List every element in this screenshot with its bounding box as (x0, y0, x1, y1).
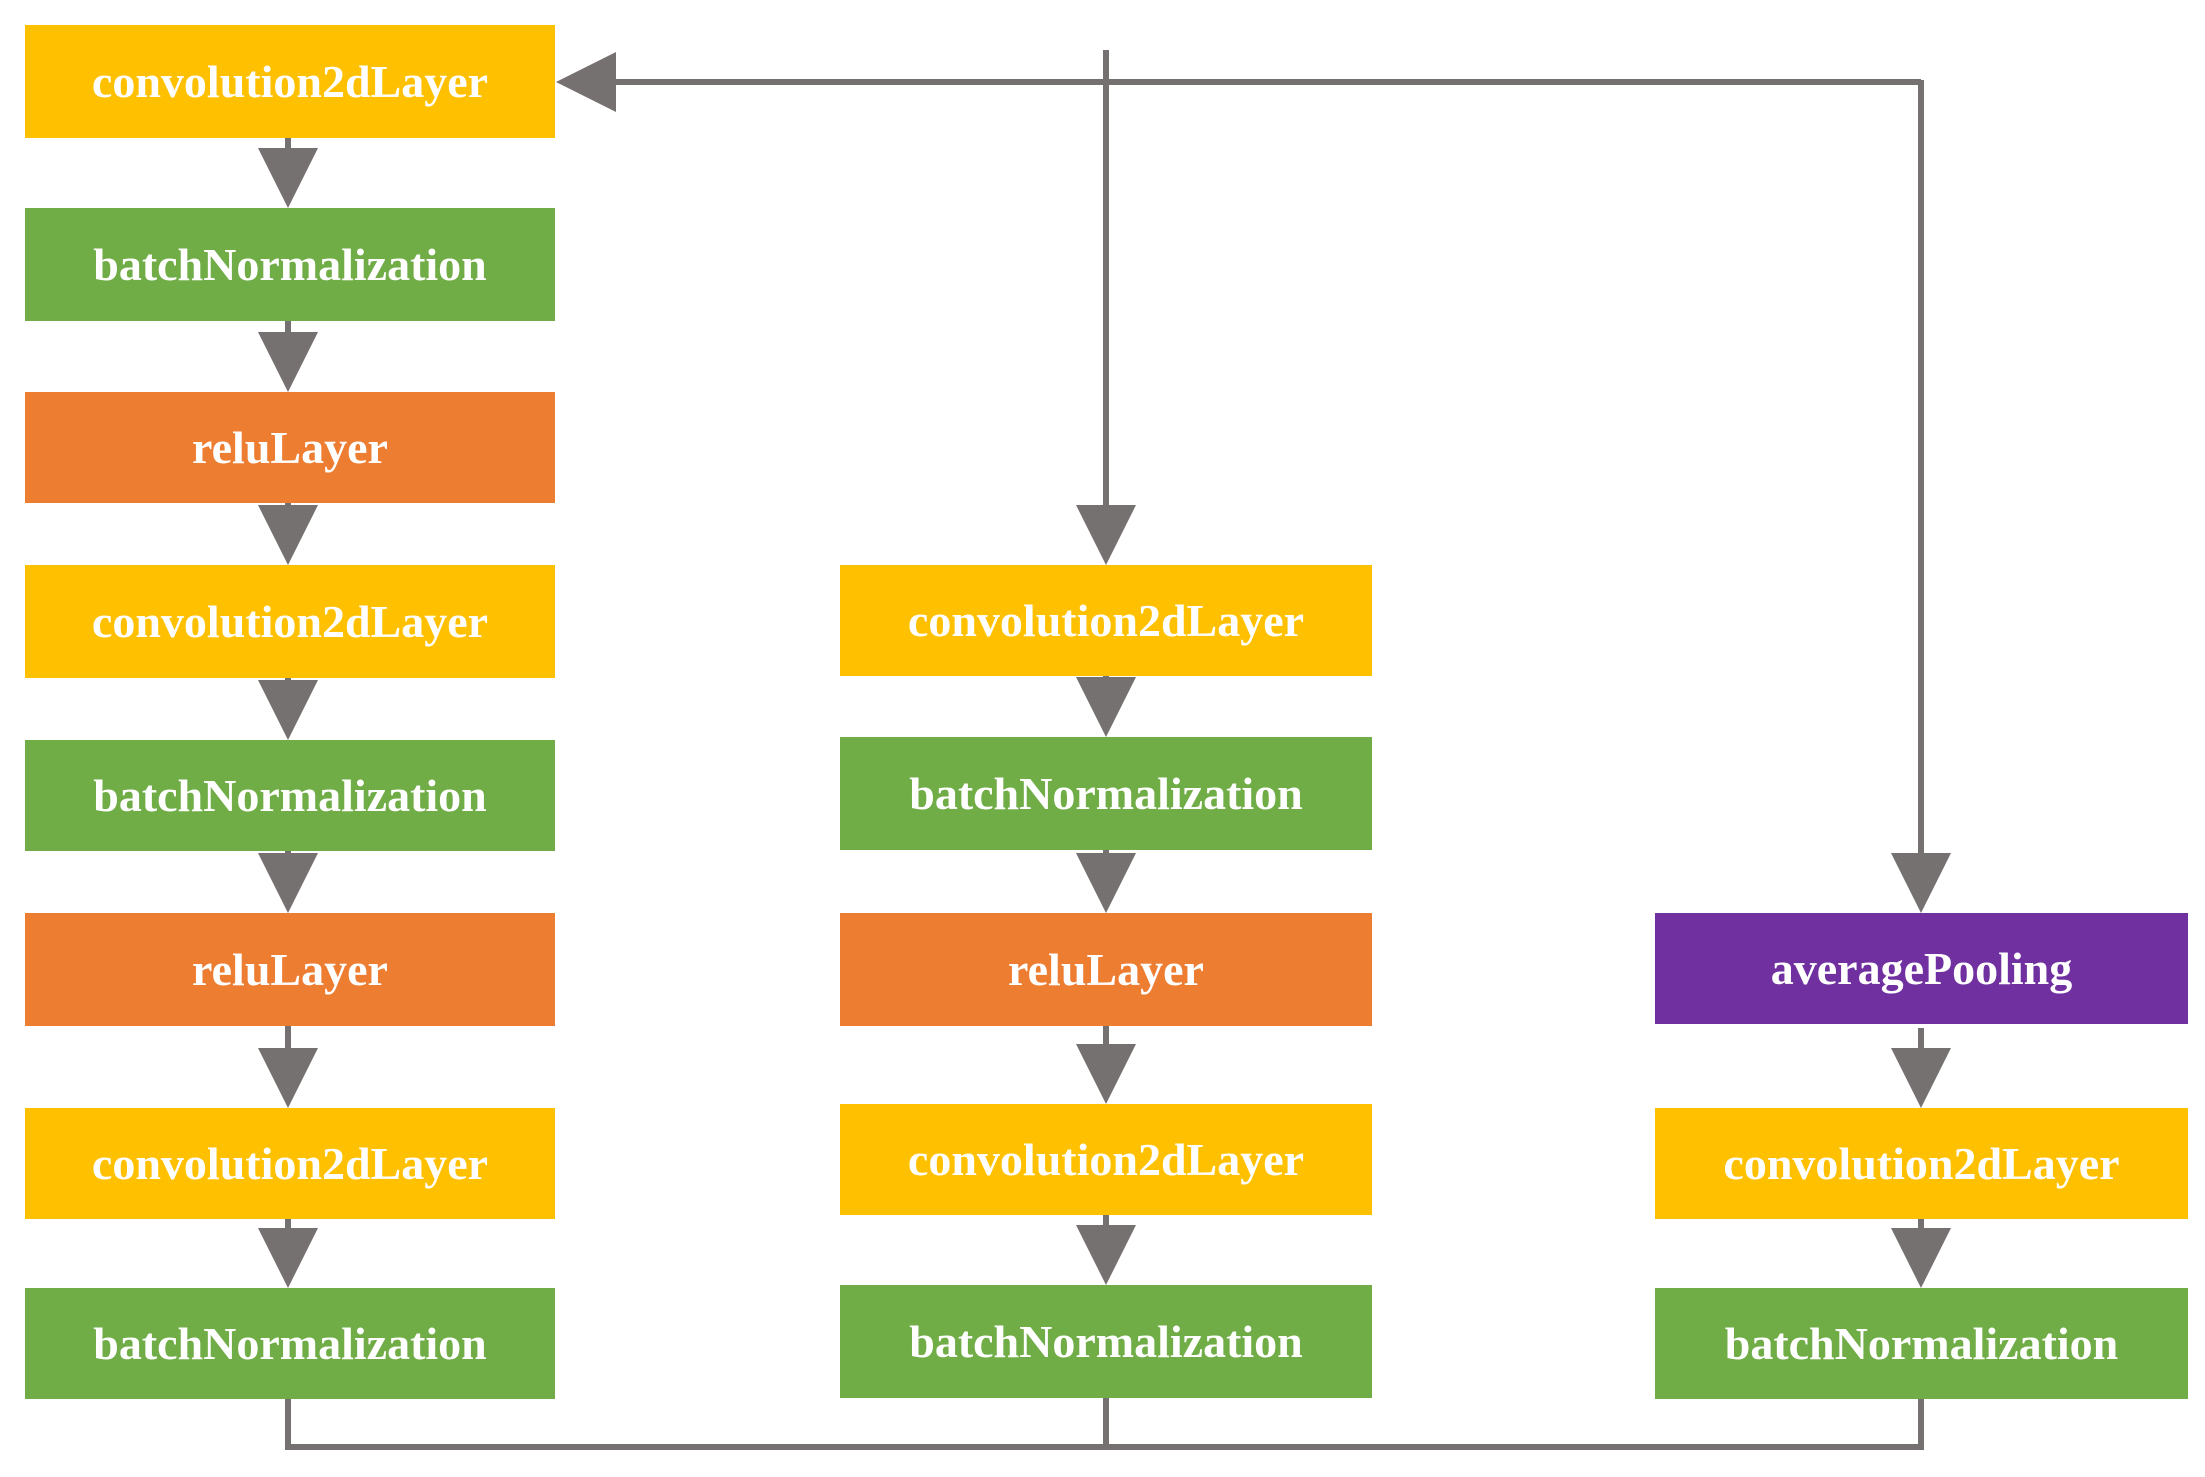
average-pooling-block: averagePooling (1655, 913, 2188, 1024)
batch-norm-block: batchNormalization (840, 1285, 1372, 1398)
block-label: batchNormalization (93, 770, 487, 821)
conv2d-block: convolution2dLayer (25, 565, 555, 678)
block-label: batchNormalization (93, 1318, 487, 1369)
block-label: batchNormalization (909, 768, 1303, 819)
block-label: convolution2dLayer (91, 596, 489, 647)
block-label: batchNormalization (909, 1316, 1303, 1367)
block-label: batchNormalization (1724, 1318, 2119, 1369)
conv2d-block: convolution2dLayer (840, 565, 1372, 676)
relu-block: reluLayer (25, 392, 555, 503)
block-label: batchNormalization (93, 239, 487, 290)
block-label: reluLayer (192, 944, 388, 995)
conv2d-block: convolution2dLayer (1655, 1108, 2188, 1219)
batch-norm-block: batchNormalization (25, 740, 555, 851)
block-label: convolution2dLayer (907, 1134, 1305, 1185)
block-label: convolution2dLayer (91, 56, 489, 107)
block-label: convolution2dLayer (91, 1138, 489, 1189)
batch-norm-block: batchNormalization (25, 1288, 555, 1399)
block-label: reluLayer (192, 422, 388, 473)
batch-norm-block: batchNormalization (840, 737, 1372, 850)
block-label: averagePooling (1770, 943, 2073, 994)
relu-block: reluLayer (840, 913, 1372, 1026)
conv2d-block: convolution2dLayer (25, 25, 555, 138)
conv2d-block: convolution2dLayer (840, 1104, 1372, 1215)
block-label: convolution2dLayer (907, 595, 1305, 646)
relu-block: reluLayer (25, 913, 555, 1026)
conv2d-block: convolution2dLayer (25, 1108, 555, 1219)
batch-norm-block: batchNormalization (1655, 1288, 2188, 1399)
block-label: reluLayer (1008, 944, 1204, 995)
block-label: convolution2dLayer (1723, 1138, 2120, 1189)
batch-norm-block: batchNormalization (25, 208, 555, 321)
